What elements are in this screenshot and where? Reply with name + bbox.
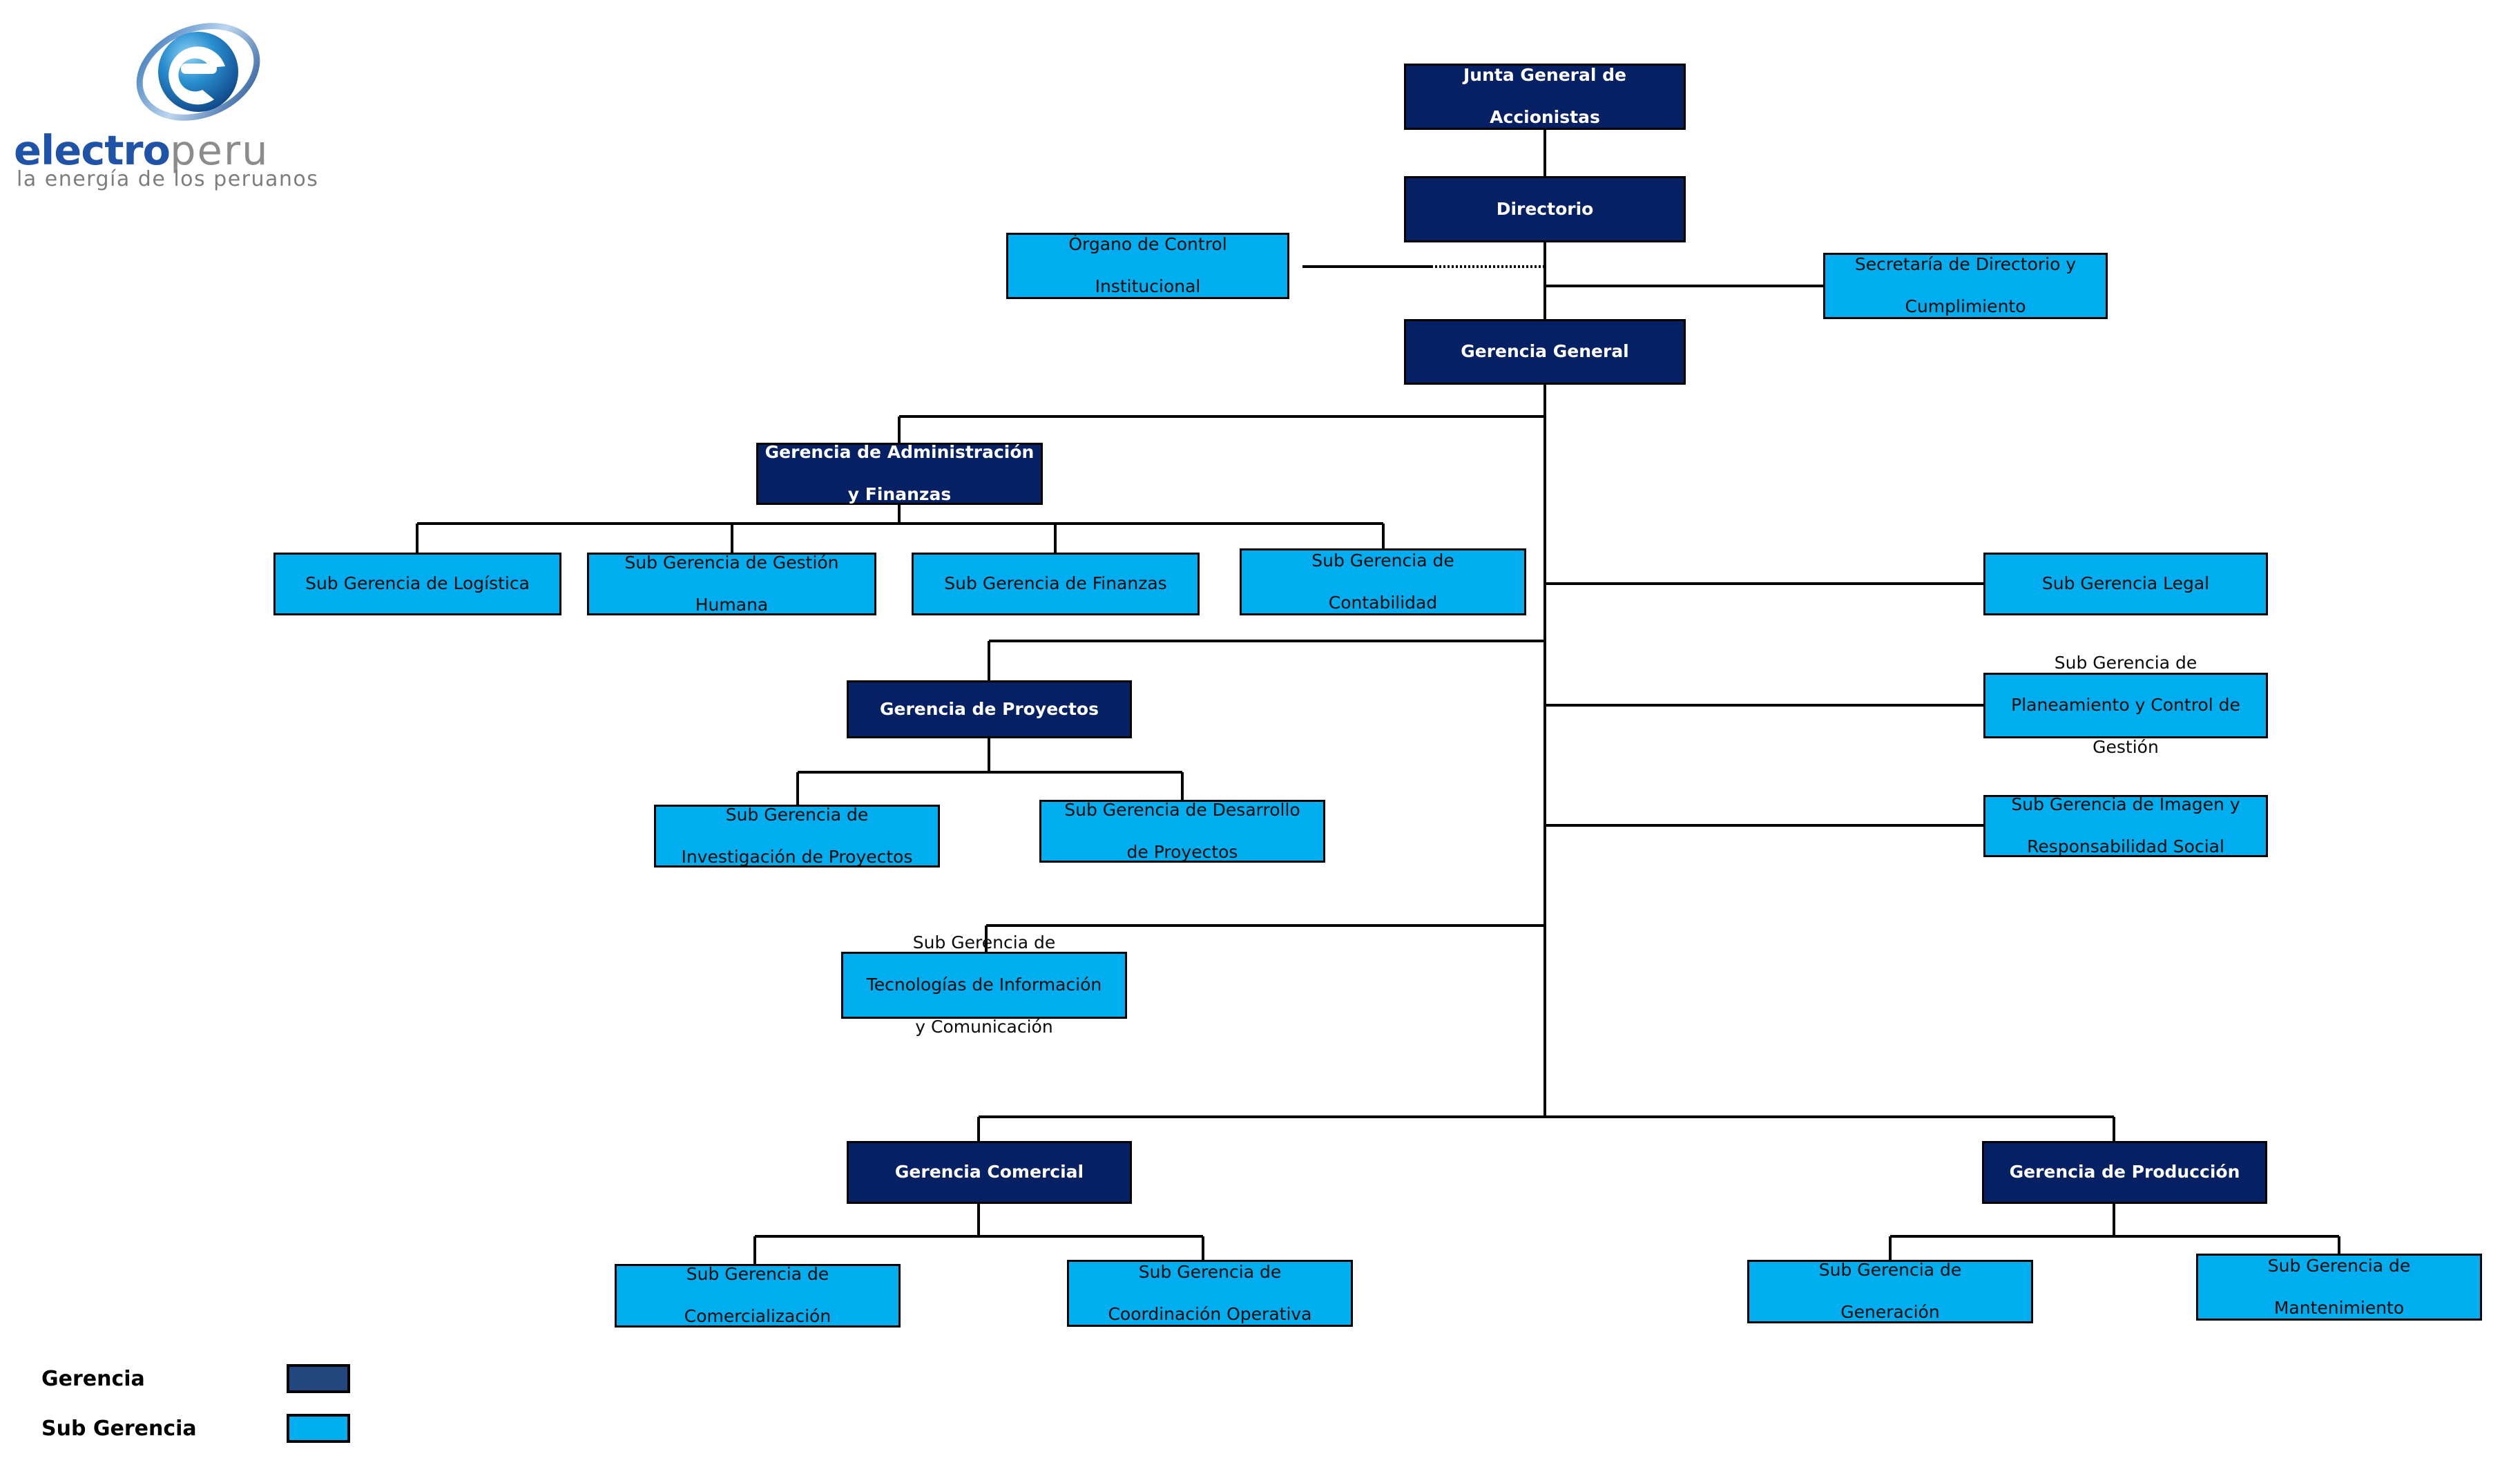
node-line: Órgano de Control <box>1068 234 1227 255</box>
logo-word-primary: electro <box>14 126 171 174</box>
legend-swatch-sub-gerencia <box>287 1414 350 1443</box>
node-line: de Proyectos <box>1126 841 1238 862</box>
node-sub-gerencia-de-mantenimiento[interactable]: Sub Gerencia de Mantenimiento <box>2196 1254 2482 1321</box>
node-sub-gerencia-de-planeamiento-y-control-de-gestion[interactable]: Sub Gerencia de Planeamiento y Control d… <box>1983 653 2268 757</box>
node-sub-gerencia-de-generacion[interactable]: Sub Gerencia de Generación <box>1747 1260 2033 1323</box>
node-sub-gerencia-de-investigacion-de-proyectos[interactable]: Sub Gerencia de Investigación de Proyect… <box>654 805 940 868</box>
logo-word-secondary: peru <box>170 126 269 174</box>
node-line: Sub Gerencia de <box>725 804 869 825</box>
node-line: Junta General de <box>1463 65 1626 86</box>
node-line: Gerencia de Producción <box>2009 1162 2240 1182</box>
node-line: Sub Gerencia de Logística <box>305 573 530 594</box>
node-line: Planeamiento y Control de <box>2011 695 2240 716</box>
node-line: Sub Gerencia de <box>2267 1255 2411 1276</box>
node-line: Sub Gerencia de Finanzas <box>944 573 1167 594</box>
node-line: Sub Gerencia de Desarrollo <box>1064 799 1300 820</box>
node-line: Sub Gerencia Legal <box>2041 573 2210 594</box>
node-sub-gerencia-de-finanzas[interactable]: Sub Gerencia de Finanzas <box>912 553 1200 615</box>
node-line: y Comunicación <box>915 1017 1053 1037</box>
legend: Gerencia Sub Gerencia <box>41 1364 401 1454</box>
node-sub-gerencia-legal[interactable]: Sub Gerencia Legal <box>1983 553 2268 615</box>
node-line: y Finanzas <box>847 484 952 505</box>
node-sub-gerencia-de-tecnologias-de-informacion-y-comunicacion[interactable]: Sub Gerencia de Tecnologías de Informaci… <box>841 932 1127 1037</box>
legend-swatch-gerencia <box>287 1364 350 1393</box>
node-line: Gerencia de Administración <box>764 442 1035 463</box>
node-line: Sub Gerencia de Imagen y <box>2011 794 2240 815</box>
node-line: Sub Gerencia de <box>1818 1260 1962 1281</box>
node-line: Sub Gerencia de <box>1138 1261 1282 1282</box>
node-sub-gerencia-de-comercializacion[interactable]: Sub Gerencia de Comercialización <box>615 1264 901 1328</box>
node-line: Directorio <box>1496 198 1594 219</box>
node-line: Accionistas <box>1490 107 1600 128</box>
node-secretaria-de-directorio-y-cumplimiento[interactable]: Secretaría de Directorio y Cumplimiento <box>1823 253 2108 319</box>
node-line: Tecnologías de Información <box>866 975 1102 995</box>
node-organo-de-control-institucional[interactable]: Órgano de Control Institucional <box>1006 233 1289 299</box>
node-line: Cumplimiento <box>1905 296 2026 317</box>
node-junta-general-de-accionistas[interactable]: Junta General de Accionistas <box>1404 64 1686 130</box>
logo-wordmark: electroperu <box>14 130 401 171</box>
node-gerencia-de-proyectos[interactable]: Gerencia de Proyectos <box>847 680 1132 738</box>
node-line: Gerencia General <box>1461 341 1629 362</box>
node-gerencia-de-produccion[interactable]: Gerencia de Producción <box>1982 1141 2267 1204</box>
node-line: Institucional <box>1095 276 1201 297</box>
node-line: Contabilidad <box>1328 592 1438 613</box>
node-gerencia-de-administracion-y-finanzas[interactable]: Gerencia de Administración y Finanzas <box>756 442 1043 505</box>
node-line: Sub Gerencia de <box>2054 653 2197 673</box>
node-line: Responsabilidad Social <box>2027 836 2224 857</box>
node-sub-gerencia-de-gestion-humana[interactable]: Sub Gerencia de Gestión Humana <box>587 553 876 615</box>
logo-tagline: la energía de los peruanos <box>17 167 319 191</box>
node-line: Secretaría de Directorio y <box>1854 254 2077 275</box>
legend-row-gerencia: Gerencia <box>41 1364 401 1396</box>
node-line: Mantenimiento <box>2273 1297 2405 1318</box>
legend-label-gerencia: Gerencia <box>41 1367 145 1391</box>
node-line: Coordinación Operativa <box>1108 1303 1312 1324</box>
node-line: Sub Gerencia de <box>1311 550 1454 571</box>
node-sub-gerencia-de-coordinacion-operativa[interactable]: Sub Gerencia de Coordinación Operativa <box>1067 1260 1353 1327</box>
legend-row-sub-gerencia: Sub Gerencia <box>41 1414 401 1446</box>
node-line: Investigación de Proyectos <box>681 846 913 867</box>
electroperu-logo: electroperu la energía de los peruanos <box>10 3 396 191</box>
node-sub-gerencia-de-imagen-y-responsabilidad-social[interactable]: Sub Gerencia de Imagen y Responsabilidad… <box>1983 794 2268 857</box>
legend-label-sub-gerencia: Sub Gerencia <box>41 1417 197 1441</box>
electroperu-logo-icon <box>136 23 260 121</box>
node-line: Humana <box>695 594 769 615</box>
node-sub-gerencia-de-contabilidad[interactable]: Sub Gerencia de Contabilidad <box>1240 548 1526 615</box>
node-line: Comercialización <box>684 1306 831 1327</box>
node-directorio[interactable]: Directorio <box>1404 176 1686 242</box>
node-sub-gerencia-de-logistica[interactable]: Sub Gerencia de Logística <box>273 553 561 615</box>
node-gerencia-comercial[interactable]: Gerencia Comercial <box>847 1141 1132 1204</box>
node-sub-gerencia-de-desarrollo-de-proyectos[interactable]: Sub Gerencia de Desarrollo de Proyectos <box>1039 800 1325 863</box>
node-line: Sub Gerencia de Gestión <box>624 552 839 573</box>
node-line: Sub Gerencia de <box>686 1264 829 1285</box>
node-line: Sub Gerencia de <box>912 932 1056 953</box>
node-line: Gerencia de Proyectos <box>880 698 1099 719</box>
node-gerencia-general[interactable]: Gerencia General <box>1404 319 1686 385</box>
node-line: Gestión <box>2093 737 2159 758</box>
node-line: Generación <box>1840 1302 1940 1323</box>
node-line: Gerencia Comercial <box>894 1162 1084 1182</box>
